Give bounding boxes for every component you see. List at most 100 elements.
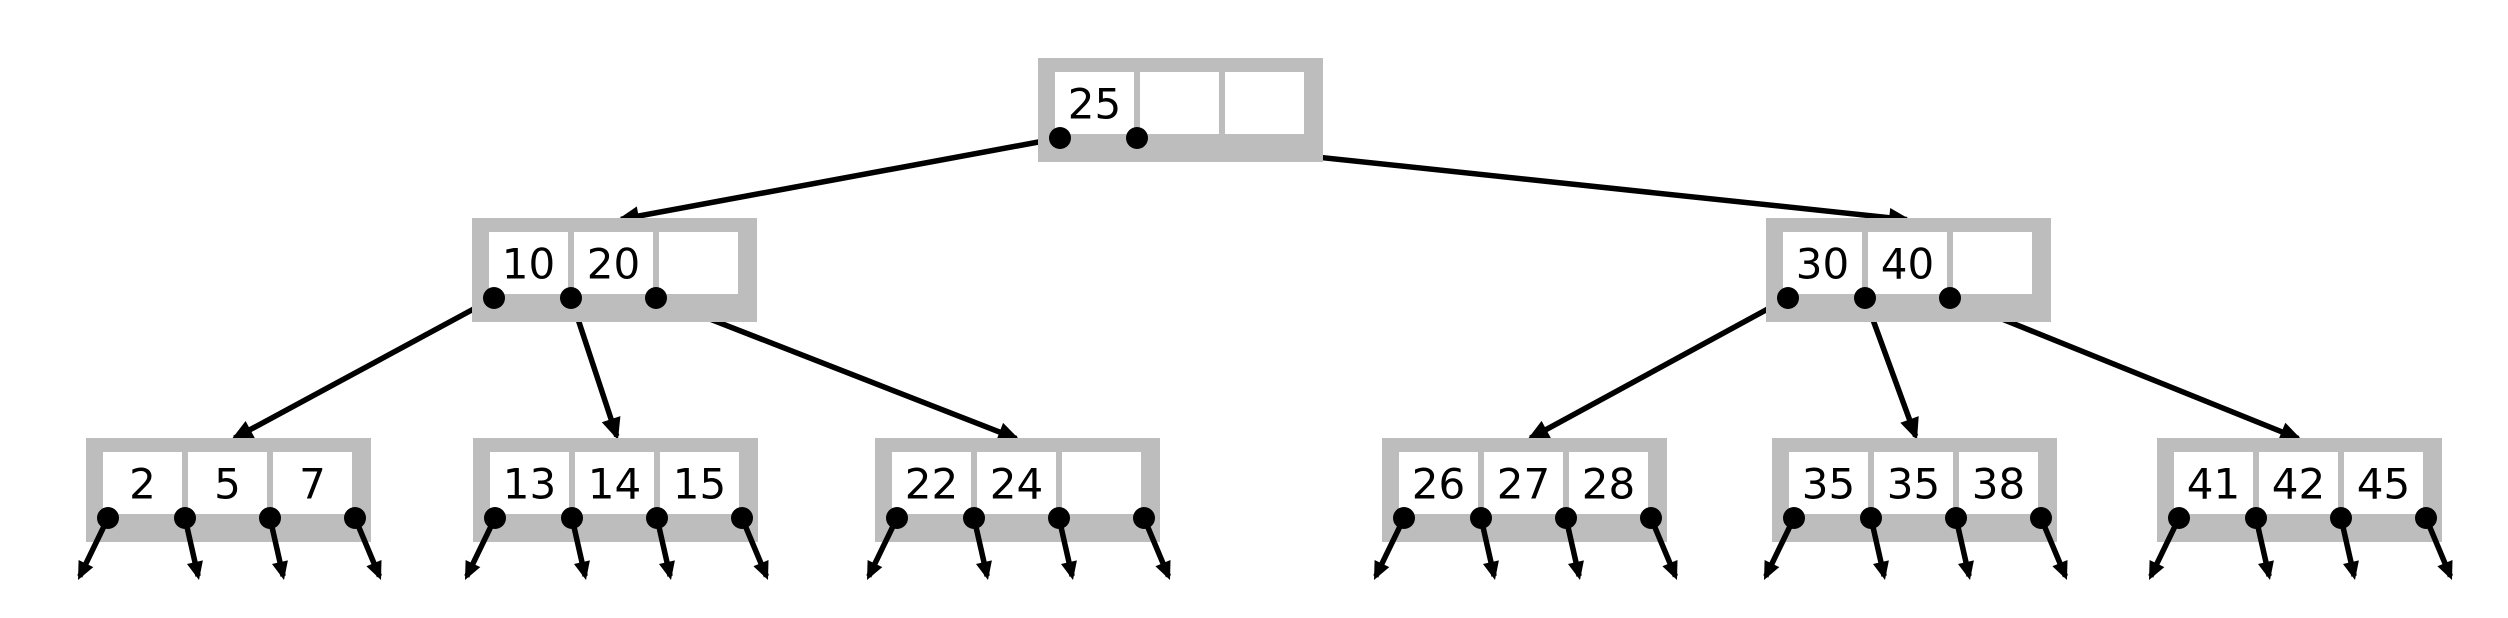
pointer-dot bbox=[259, 507, 281, 529]
edge-root-to-node-10-20 bbox=[620, 135, 1061, 222]
key-label: 25 bbox=[1068, 80, 1121, 129]
pointer-dot bbox=[1783, 507, 1805, 529]
key-cell bbox=[1484, 452, 1563, 514]
pointer-dot bbox=[1777, 287, 1799, 309]
leaf-pointer-arrowhead bbox=[78, 560, 94, 580]
key-cell bbox=[489, 232, 568, 294]
key-label: 42 bbox=[2272, 460, 2325, 509]
key-cell bbox=[103, 452, 182, 514]
leaf-pointer-arrowhead bbox=[574, 560, 590, 580]
pointer-dot bbox=[886, 507, 908, 529]
root-node: 25 bbox=[1038, 58, 1323, 162]
edge-node-10-20-child-0 bbox=[233, 295, 496, 441]
key-label: 28 bbox=[1582, 460, 1635, 509]
leaf-pointer-arrowhead bbox=[1483, 560, 1499, 580]
leaf-pointer-arrowhead bbox=[2258, 560, 2274, 580]
pointer-dot bbox=[1470, 507, 1492, 529]
leaf-pointer-arrowhead bbox=[976, 560, 992, 580]
pointer-dot bbox=[344, 507, 366, 529]
key-cell bbox=[1874, 452, 1953, 514]
key-cell bbox=[1959, 452, 2038, 514]
key-cell bbox=[1789, 452, 1868, 514]
key-label: 45 bbox=[2357, 460, 2410, 509]
pointer-dot bbox=[646, 507, 668, 529]
key-cell bbox=[1569, 452, 1648, 514]
edge-node-10-20-child-0-arrowhead bbox=[231, 421, 255, 440]
edge-node-30-40-child-2-arrowhead bbox=[2278, 422, 2302, 441]
leaf-node: 13 14 15 bbox=[473, 438, 758, 542]
pointer-dot bbox=[97, 507, 119, 529]
key-label: 40 bbox=[1881, 240, 1934, 289]
leaf-pointer-arrowhead bbox=[1662, 560, 1678, 580]
pointer-dot bbox=[1939, 287, 1961, 309]
edge-node-30-40-child-0 bbox=[1529, 295, 1790, 441]
leaf-node: 26 27 28 bbox=[1382, 438, 1667, 542]
leaf-pointer-arrowhead bbox=[659, 560, 675, 580]
key-cell bbox=[1399, 452, 1478, 514]
pointer-dot bbox=[2330, 507, 2352, 529]
key-cell bbox=[273, 452, 352, 514]
key-cell bbox=[1225, 72, 1304, 134]
key-label: 10 bbox=[502, 240, 555, 289]
key-cell bbox=[892, 452, 971, 514]
key-cell bbox=[1868, 232, 1947, 294]
key-label: 27 bbox=[1497, 460, 1550, 509]
key-label: 5 bbox=[214, 460, 241, 509]
key-label: 13 bbox=[503, 460, 556, 509]
leaf-pointer-arrowhead bbox=[1155, 560, 1171, 580]
internal-node: 10 20 bbox=[472, 218, 757, 322]
pointer-dot bbox=[561, 507, 583, 529]
leaf-pointer-arrowhead bbox=[867, 560, 883, 580]
key-label: 15 bbox=[673, 460, 726, 509]
key-label: 14 bbox=[588, 460, 641, 509]
pointer-dot bbox=[1854, 287, 1876, 309]
leaf-pointer-arrowhead bbox=[1568, 560, 1584, 580]
leaf-pointer-arrowhead bbox=[465, 560, 481, 580]
pointer-dots bbox=[97, 127, 2437, 529]
pointer-dot bbox=[1049, 127, 1071, 149]
pointer-dot bbox=[1555, 507, 1577, 529]
key-label: 26 bbox=[1412, 460, 1465, 509]
pointer-dot bbox=[2415, 507, 2437, 529]
edge-node-30-40-child-0-arrowhead bbox=[1527, 420, 1551, 440]
pointer-dot bbox=[1133, 507, 1155, 529]
pointer-dot bbox=[1126, 127, 1148, 149]
pointer-dot bbox=[483, 287, 505, 309]
edge-node-10-20-child-1-arrowhead bbox=[601, 416, 621, 440]
pointer-dot bbox=[1048, 507, 1070, 529]
key-cell bbox=[1062, 452, 1141, 514]
key-cell bbox=[2174, 452, 2253, 514]
key-cell bbox=[575, 452, 654, 514]
leaf-pointer-arrowhead bbox=[366, 560, 382, 580]
leaf-pointer-stubs bbox=[77, 516, 2453, 580]
key-cell bbox=[1140, 72, 1219, 134]
key-cell bbox=[1055, 72, 1134, 134]
pointer-dot bbox=[2245, 507, 2267, 529]
key-cell bbox=[188, 452, 267, 514]
leaf-pointer-arrowhead bbox=[1061, 560, 1077, 580]
key-label: 22 bbox=[905, 460, 958, 509]
key-label: 20 bbox=[587, 240, 640, 289]
leaf-pointer-arrowhead bbox=[2437, 560, 2453, 580]
key-label: 38 bbox=[1972, 460, 2025, 509]
pointer-dot bbox=[2030, 507, 2052, 529]
leaf-pointer-arrowhead bbox=[272, 560, 288, 580]
pointer-dot bbox=[2168, 507, 2190, 529]
leaf-pointer-arrowhead bbox=[1764, 560, 1780, 580]
pointer-dot bbox=[645, 287, 667, 309]
key-cell bbox=[659, 232, 738, 294]
key-cell bbox=[574, 232, 653, 294]
leaf-pointer-arrowhead bbox=[2149, 560, 2165, 580]
pointer-dot bbox=[174, 507, 196, 529]
leaf-pointer-arrowhead bbox=[187, 560, 203, 580]
key-label: 30 bbox=[1796, 240, 1849, 289]
pointer-dot bbox=[484, 507, 506, 529]
key-label: 35 bbox=[1887, 460, 1940, 509]
edge-node-10-20-child-2-arrowhead bbox=[996, 422, 1020, 442]
pointer-dot bbox=[963, 507, 985, 529]
